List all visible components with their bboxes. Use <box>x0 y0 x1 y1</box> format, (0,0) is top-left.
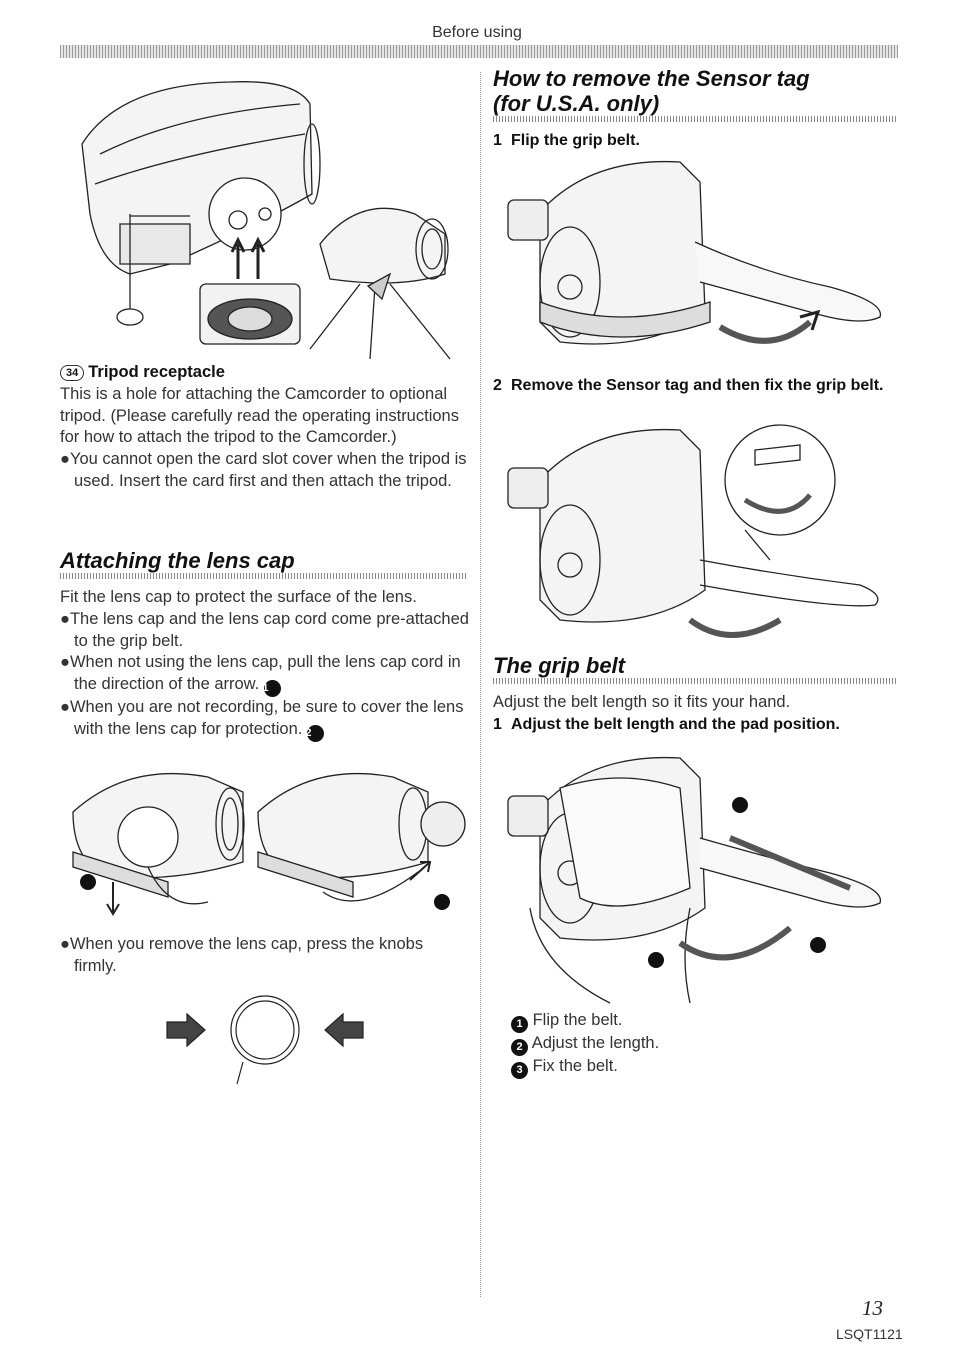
lens-bullet-3: ●When you are not recording, be sure to … <box>60 697 470 742</box>
sensor-heading-line1: How to remove the Sensor tag <box>493 66 810 91</box>
lens-cap-heading-rule <box>60 573 468 579</box>
grip-legend: 1 Flip the belt. 2 Adjust the length. 3 … <box>511 1010 891 1079</box>
marker-1-icon: 1 <box>511 1016 528 1033</box>
bullet-icon: ● <box>60 450 70 469</box>
grip-intro: Adjust the belt length so it fits your h… <box>493 693 791 711</box>
grip-legend-3: 3 Fix the belt. <box>511 1056 891 1079</box>
tripod-badge: 34 <box>60 365 85 381</box>
lens-cap-intro: Fit the lens cap to protect the surface … <box>60 588 417 606</box>
bullet-icon: ● <box>60 698 70 717</box>
bullet-icon: ● <box>60 609 70 628</box>
marker-2-icon: 2 <box>511 1039 528 1056</box>
lens-cap-heading: Attaching the lens cap <box>60 548 295 573</box>
column-divider <box>480 72 481 1297</box>
marker-3-icon: 3 <box>511 1062 528 1079</box>
tripod-body: This is a hole for attaching the Camcord… <box>60 384 459 447</box>
grip-heading: The grip belt <box>493 653 625 678</box>
lens-remove-text: ●When you remove the lens cap, press the… <box>60 934 470 978</box>
remove-sensor-tag-illustration <box>500 420 890 650</box>
lens-bullet-1: ●The lens cap and the lens cap cord come… <box>60 609 469 650</box>
grip-legend-2: 2 Adjust the length. <box>511 1033 891 1056</box>
marker-2-icon: 2 <box>305 724 324 742</box>
lens-remove-bullet: ●When you remove the lens cap, press the… <box>60 935 424 975</box>
bullet-icon: ● <box>60 653 70 672</box>
model-code: LSQT1121 <box>836 1326 903 1342</box>
tripod-title: Tripod receptacle <box>88 363 225 381</box>
lens-cap-knobs-illustration <box>165 992 365 1087</box>
grip-belt-adjust-illustration <box>500 748 890 1008</box>
page-number: 13 <box>862 1296 883 1320</box>
grip-heading-rule <box>493 678 898 684</box>
lens-cap-section: Attaching the lens cap <box>60 548 468 579</box>
sensor-tag-section: How to remove the Sensor tag (for U.S.A.… <box>493 66 898 122</box>
lens-cap-text: Fit the lens cap to protect the surface … <box>60 587 470 742</box>
header-band <box>60 45 898 58</box>
sensor-heading-line2: (for U.S.A. only) <box>493 91 660 116</box>
section-title: Before using <box>432 24 522 41</box>
bullet-icon: ● <box>60 935 70 953</box>
sensor-heading-rule <box>493 116 898 122</box>
tripod-bullet: ●You cannot open the card slot cover whe… <box>60 450 467 490</box>
marker-1-icon: 1 <box>262 680 281 698</box>
lens-cap-illustration <box>58 752 468 922</box>
grip-legend-1: 1 Flip the belt. <box>511 1010 891 1033</box>
grip-belt-section: The grip belt <box>493 653 898 684</box>
lens-bullet-2: ●When not using the lens cap, pull the l… <box>60 652 470 698</box>
flip-grip-belt-illustration <box>500 152 890 362</box>
tripod-illustration <box>60 74 460 364</box>
